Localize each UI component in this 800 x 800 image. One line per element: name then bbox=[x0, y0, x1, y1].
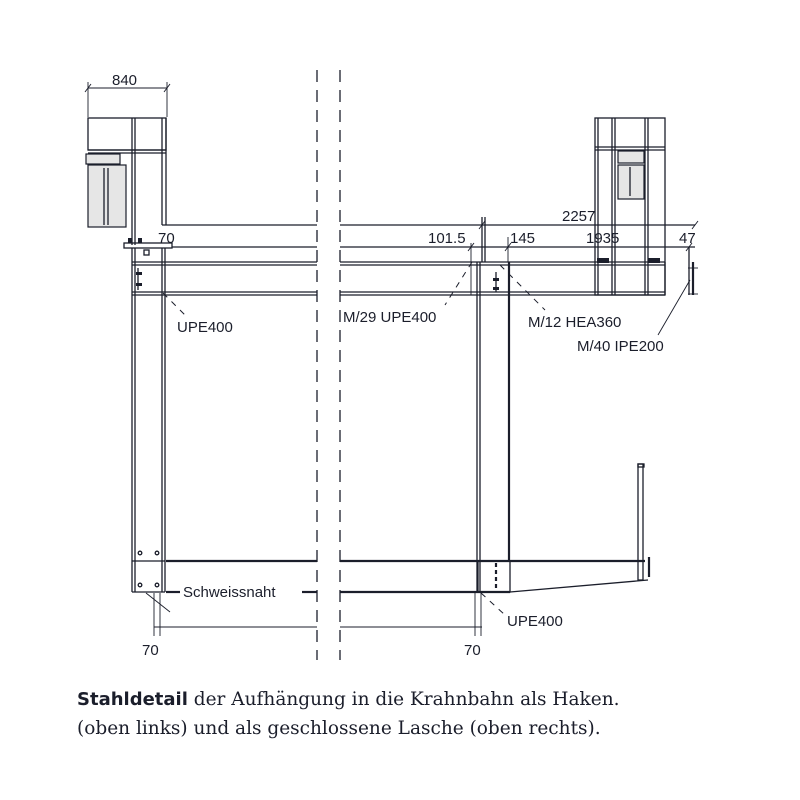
label-upe400-left: UPE400 bbox=[177, 319, 233, 336]
break-lines bbox=[316, 70, 341, 660]
dim-70-bottom-left: 70 bbox=[142, 642, 159, 659]
bottom-beam bbox=[166, 463, 651, 594]
dim-70-top: 70 bbox=[158, 230, 175, 247]
dim-145: 145 bbox=[510, 230, 535, 247]
drawing-labels: 840 70 101.5 145 2257 1935 47 UPE400 M/2… bbox=[112, 72, 696, 659]
crane-beam-right bbox=[340, 117, 698, 296]
dim-840: 840 bbox=[112, 72, 137, 89]
dim-2257: 2257 bbox=[562, 208, 595, 225]
left-column bbox=[131, 248, 186, 613]
label-m12-hea360: M/12 HEA360 bbox=[528, 314, 621, 331]
dim-47: 47 bbox=[679, 230, 696, 247]
dimension-lines bbox=[153, 220, 699, 636]
label-upe400-bottom: UPE400 bbox=[507, 613, 563, 630]
dim-1935: 1935 bbox=[586, 230, 619, 247]
dim-70-bottom-right: 70 bbox=[464, 642, 481, 659]
caption-line2: (oben links) und als geschlossene Lasche… bbox=[77, 718, 601, 739]
label-m40-ipe200: M/40 IPE200 bbox=[577, 338, 664, 355]
label-m29-upe400: M/29 UPE400 bbox=[343, 309, 436, 326]
dim-101-5: 101.5 bbox=[428, 230, 466, 247]
label-schweissnaht: Schweissnaht bbox=[183, 584, 276, 601]
middle-column bbox=[476, 217, 511, 616]
caption-line1: der Aufhängung in die Krahnbahn als Hake… bbox=[187, 689, 620, 710]
hook-detail-left bbox=[84, 82, 317, 296]
figure-caption: Stahldetail der Aufhängung in die Krahnb… bbox=[77, 685, 777, 743]
caption-bold-title: Stahldetail bbox=[77, 689, 188, 710]
